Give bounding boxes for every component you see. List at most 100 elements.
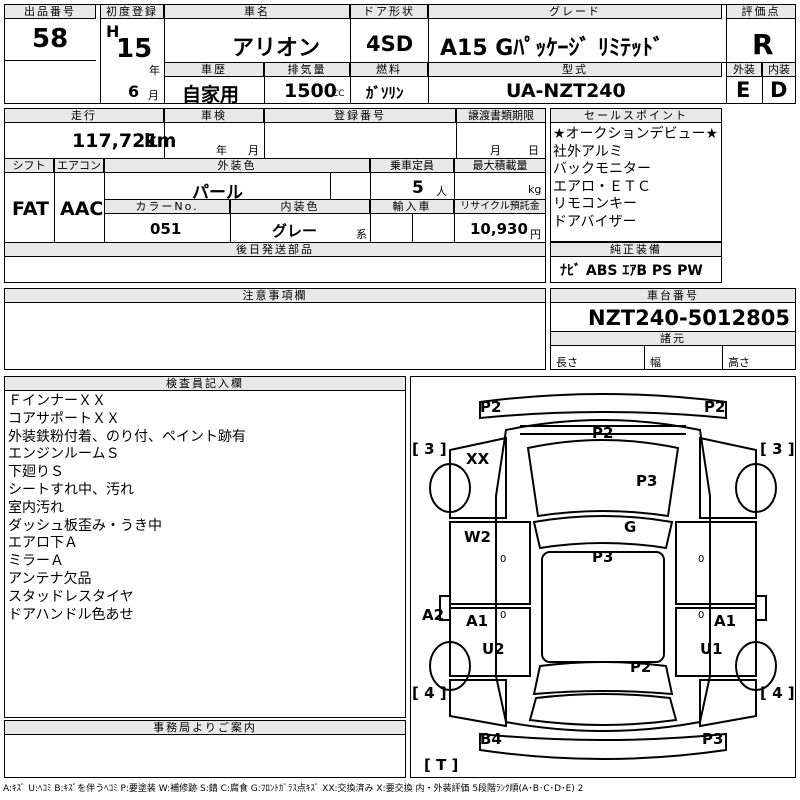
inspector-note: コアサポートＸＸ	[8, 410, 120, 427]
mark-3-right: [ 3 ]	[760, 440, 795, 458]
mileage-unit: km	[144, 130, 177, 152]
capacity-label: 乗車定員	[370, 158, 454, 173]
score-label: 評価点	[726, 4, 796, 19]
transfer-month-unit: 月	[490, 144, 501, 157]
front-bumper	[479, 393, 727, 420]
capacity-unit: 人	[436, 185, 447, 198]
front-right-door	[675, 521, 757, 605]
color-number-value: 051	[150, 220, 182, 238]
equipment-label: 純正装備	[550, 242, 722, 257]
sales-points-label: セールスポイント	[550, 108, 722, 123]
mark-g: G	[624, 518, 636, 536]
car-name-label: 車名	[164, 4, 350, 19]
mark-p2-center: P2	[592, 424, 613, 442]
sales-point-item: エアロ・ＥＴＣ	[553, 178, 651, 195]
rear-bumper	[479, 732, 727, 760]
equipment-value: ﾅﾋﾞ ABS ｴｱB PS PW	[560, 263, 703, 279]
mark-b4: B4	[480, 730, 502, 748]
mark-t: [ T ]	[424, 756, 458, 774]
inspector-note: シートすれ中、汚れ	[8, 481, 134, 498]
shift-value: FAT	[12, 198, 49, 220]
length-label: 長さ	[556, 356, 578, 369]
inspector-note: ＦインナーＸＸ	[8, 393, 106, 409]
inspector-note: ミラーＡ	[8, 553, 64, 570]
mark-4-left: [ 4 ]	[412, 684, 447, 702]
inspector-note: エンジンルームＳ	[8, 446, 120, 463]
inspector-note: 外装鉄粉付着、のり付、ペイント跡有	[8, 428, 246, 445]
inspector-note: スタッドレスタイヤ	[8, 588, 134, 605]
rear-left-quarter	[449, 679, 507, 728]
max-load-unit: kg	[528, 183, 542, 196]
exterior-color-value: パール	[192, 183, 243, 203]
office-label: 事務局よりご案内	[4, 720, 406, 735]
roof	[541, 551, 665, 663]
inspector-label: 検査員記入欄	[4, 376, 406, 391]
front-right-wheel	[735, 463, 777, 513]
exterior-label: 外装	[726, 62, 762, 77]
chassis-value: NZT240-5012805	[588, 306, 790, 330]
chassis-label: 車台番号	[550, 288, 796, 303]
mark-p3-hood: P3	[636, 472, 657, 490]
rear-right-quarter	[699, 679, 757, 728]
fuel-value: ｶﾞｿﾘﾝ	[366, 84, 404, 102]
max-load-label: 最大積載量	[454, 158, 546, 173]
grade-value: A15 Gﾊﾟｯｹｰｼﾞ ﾘﾐﾃｯﾄﾞ	[440, 36, 665, 61]
height-label: 高さ	[728, 356, 750, 369]
sales-point-item: ドアバイザー	[553, 213, 637, 230]
first-registration-label: 初度登録	[100, 4, 164, 19]
mark-4-right: [ 4 ]	[760, 684, 795, 702]
rear-left-door	[449, 607, 531, 677]
sales-point-item: 社外アルミ	[553, 143, 623, 160]
inspector-notes-list: ＦインナーＸＸ コアサポートＸＸ 外装鉄粉付着、のり付、ペイント跡有 エンジンル…	[8, 393, 246, 624]
front-left-wheel	[429, 463, 471, 513]
month-unit: 月	[148, 89, 159, 102]
trunk	[528, 693, 678, 726]
right-mirror	[755, 595, 767, 621]
transfer-deadline-label: 譲渡書類期限	[456, 108, 546, 123]
interior-color-label: 内装色	[230, 199, 370, 214]
body-outline	[495, 419, 711, 732]
color-number-label: カラーNo.	[104, 199, 230, 214]
interior-color-unit: 系	[356, 228, 367, 241]
sales-point-item: バックモニター	[553, 161, 651, 177]
door-handle-mark: 0	[500, 610, 506, 621]
interior-value: D	[770, 78, 788, 102]
lot-number-label: 出品番号	[4, 4, 96, 19]
model-label: 型式	[428, 62, 722, 77]
rear-window	[532, 661, 674, 696]
mark-a1-right: A1	[714, 612, 736, 630]
mark-xx: XX	[466, 450, 490, 468]
car-diagram-box	[410, 376, 796, 778]
lot-number-value: 58	[32, 24, 69, 54]
windshield	[532, 515, 674, 550]
transfer-day-unit: 日	[528, 144, 539, 157]
front-left-fender	[449, 436, 507, 519]
width-label: 幅	[650, 356, 661, 369]
grade-label: グレード	[428, 4, 722, 19]
door-handle-mark: 0	[698, 554, 704, 565]
inspector-note: エアロ下Ａ	[8, 535, 78, 552]
mark-p3-rear: P3	[702, 730, 723, 748]
inspector-note: 室内汚れ	[8, 499, 64, 516]
sales-points-list: ★オークションデビュー★ 社外アルミ バックモニター エアロ・ＥＴＣ リモコンキ…	[553, 126, 718, 231]
displacement-value: 1500	[284, 80, 337, 102]
front-left-door	[449, 521, 531, 605]
inspector-note: 下廻りＳ	[8, 464, 64, 481]
mark-u2: U2	[482, 640, 505, 658]
interior-color-value: グレー	[272, 222, 318, 240]
interior-label: 内装	[762, 62, 796, 77]
era-letter: H	[106, 22, 120, 41]
specs-label: 諸元	[550, 331, 796, 346]
mark-3-left: [ 3 ]	[412, 440, 447, 458]
recycle-deposit-unit: 円	[530, 228, 541, 241]
recycle-deposit-label: リサイクル預託金	[454, 199, 546, 214]
model-value: UA-NZT240	[506, 80, 626, 102]
rear-right-door	[675, 607, 757, 677]
legend: A:ｷｽﾞ U:ﾍｺﾐ B:ｷｽﾞを伴うﾍｺﾐ P:要塗装 W:補修跡 S:錆 …	[3, 784, 584, 794]
mark-p2-left: P2	[480, 398, 501, 416]
inspector-note: ドアハンドル色あせ	[8, 606, 134, 623]
mark-w2: W2	[464, 528, 491, 546]
history-label: 車歴	[164, 62, 264, 77]
hood	[526, 439, 680, 518]
exterior-color-label: 外装色	[104, 158, 370, 173]
